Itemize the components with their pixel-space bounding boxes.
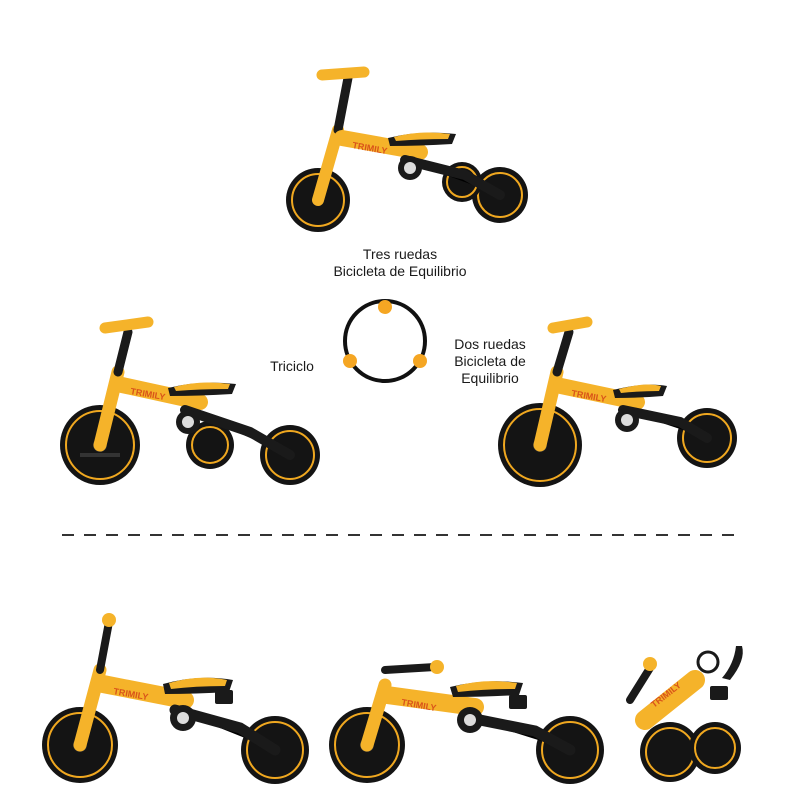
cycle-dot-left	[343, 354, 357, 368]
bike-tricycle: TRIMILY	[60, 316, 320, 485]
label-two-wheel-line1: Dos ruedas	[454, 336, 526, 352]
bike-two-wheel-balance: TRIMILY	[498, 316, 737, 487]
cycle-dot-top	[378, 300, 392, 314]
label-two-wheel: Dos ruedas Bicicleta de Equilibrio	[440, 336, 540, 387]
label-tricycle-line1: Triciclo	[270, 358, 314, 374]
conversion-cycle-ring	[343, 299, 427, 383]
label-three-wheel-line2: Bicicleta de Equilibrio	[333, 263, 467, 279]
bike-bottom-folding: TRIMILY	[329, 660, 604, 784]
label-three-wheel: Tres ruedas Bicicleta de Equilibrio	[290, 246, 510, 280]
bike-bottom-folded: TRIMILY	[626, 646, 743, 782]
cycle-dot-right	[413, 354, 427, 368]
section-divider	[62, 534, 742, 536]
label-tricycle: Triciclo	[262, 358, 322, 375]
label-two-wheel-line3: Equilibrio	[461, 370, 519, 386]
bike-bottom-balance: TRIMILY	[42, 613, 309, 784]
bike-three-wheel-balance: TRIMILY	[286, 66, 528, 232]
label-two-wheel-line2: Bicicleta de	[454, 353, 526, 369]
label-three-wheel-line1: Tres ruedas	[362, 246, 438, 262]
